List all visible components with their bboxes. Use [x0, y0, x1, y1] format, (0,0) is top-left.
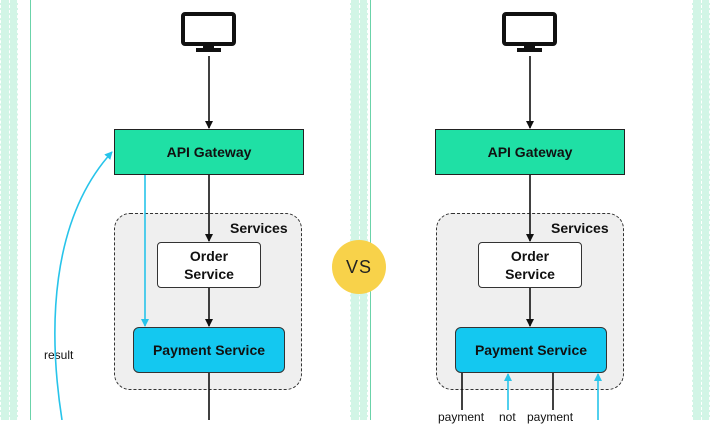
order-service-node: Order Service [157, 242, 261, 288]
payment-service-node: Payment Service [455, 327, 607, 373]
panel-border [30, 0, 31, 420]
api-gateway-node: API Gateway [114, 129, 304, 175]
vs-badge: VS [332, 240, 386, 294]
side-stripe-right [692, 0, 710, 420]
result-callback-arrow [54, 151, 113, 420]
payment-service-node: Payment Service [133, 327, 285, 373]
panel-border [370, 0, 371, 420]
services-label: Services [551, 220, 609, 236]
services-label: Services [230, 220, 288, 236]
side-stripe-left [0, 0, 18, 420]
order-service-node: Order Service [478, 242, 582, 288]
center-stripe [350, 0, 368, 420]
api-gateway-node: API Gateway [435, 129, 625, 175]
result-label: result [44, 348, 74, 362]
monitor-icon [502, 12, 557, 52]
monitor-icon [181, 12, 236, 52]
